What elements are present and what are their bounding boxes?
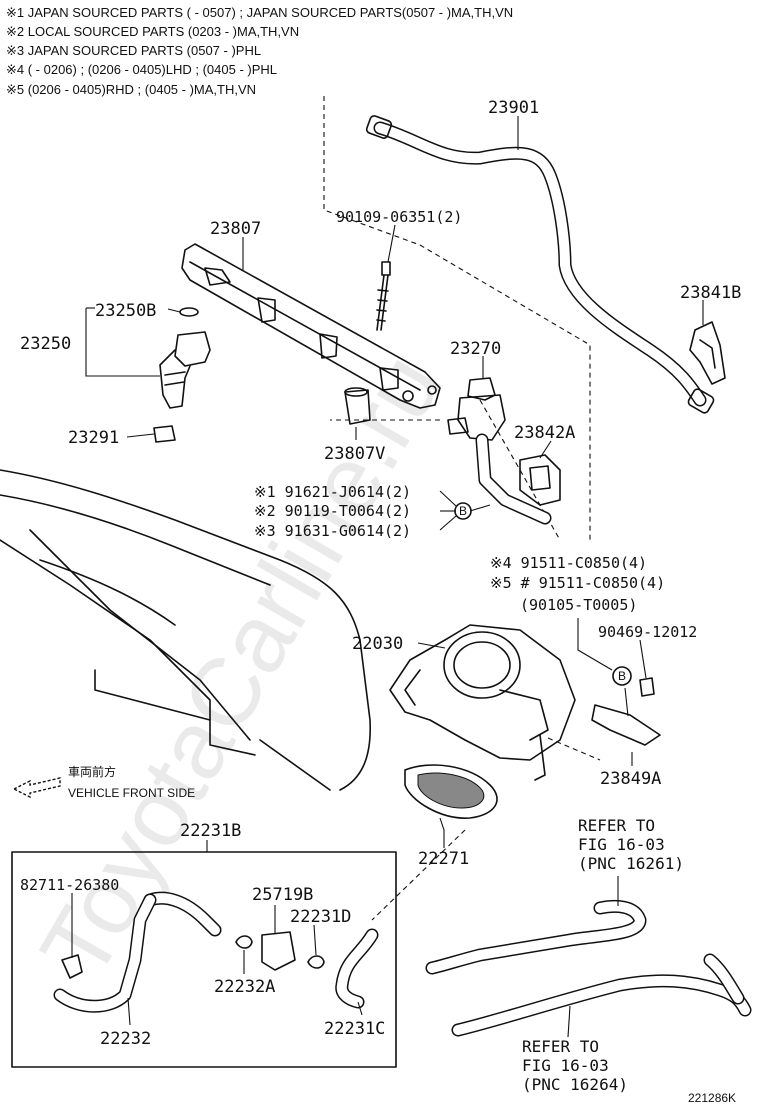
label-90109: 90109-06351(2) bbox=[336, 208, 462, 226]
injector-23250 bbox=[153, 307, 211, 443]
refer2-line2: FIG 16-03 bbox=[522, 1056, 609, 1075]
label-22271: 22271 bbox=[418, 849, 469, 869]
refer-block-16261: REFER TO FIG 16-03 (PNC 16261) bbox=[578, 816, 684, 873]
engine-outline bbox=[0, 469, 371, 791]
label-23807: 23807 bbox=[210, 219, 261, 239]
clip-23842A bbox=[519, 454, 561, 506]
label-22232: 22232 bbox=[100, 1029, 151, 1049]
front-en-label: VEHICLE FRONT SIDE bbox=[68, 786, 195, 800]
refer2-line1: REFER TO bbox=[522, 1037, 599, 1056]
label-22030: 22030 bbox=[352, 634, 403, 654]
leader-lines bbox=[71, 116, 704, 1038]
note-1: ※1 JAPAN SOURCED PARTS ( - 0507) ; JAPAN… bbox=[6, 5, 513, 20]
bolt-90109 bbox=[376, 261, 391, 331]
note-5: ※5 (0206 - 0405)RHD ; (0405 - )MA,TH,VN bbox=[6, 82, 256, 97]
label-90119: ※2 90119-T0064(2) bbox=[254, 502, 411, 520]
fuel-hose-23901 bbox=[365, 115, 715, 414]
kit-box-22231B bbox=[11, 851, 397, 1068]
label-90469: 90469-12012 bbox=[598, 623, 697, 641]
label-25719B: 25719B bbox=[252, 885, 313, 905]
note-4: ※4 ( - 0206) ; (0206 - 0405)LHD ; (0405 … bbox=[6, 62, 277, 77]
bracket-23849A bbox=[591, 677, 661, 746]
label-22231B: 22231B bbox=[180, 821, 241, 841]
note-2: ※2 LOCAL SOURCED PARTS (0203 - )MA,TH,VN bbox=[6, 24, 299, 39]
refer-hoses bbox=[425, 900, 752, 1037]
callout-b-2: B bbox=[612, 666, 632, 686]
label-22231D: 22231D bbox=[290, 907, 351, 927]
grommet-23807V bbox=[344, 387, 371, 425]
label-23250: 23250 bbox=[20, 334, 71, 354]
label-91631: ※3 91631-G0614(2) bbox=[254, 522, 411, 540]
refer1-line2: FIG 16-03 bbox=[578, 835, 665, 854]
vehicle-front-arrow: 車両前方 VEHICLE FRONT SIDE bbox=[12, 764, 195, 800]
label-91511-a: ※4 91511-C0850(4) bbox=[490, 554, 647, 572]
label-23291: 23291 bbox=[68, 428, 119, 448]
refer2-line3: (PNC 16264) bbox=[522, 1075, 628, 1094]
front-jp-label: 車両前方 bbox=[68, 764, 116, 779]
delivery-pipe-23807 bbox=[181, 243, 441, 409]
label-22232A: 22232A bbox=[214, 977, 275, 997]
label-23841B: 23841B bbox=[680, 283, 741, 303]
dashed-guides bbox=[323, 96, 601, 921]
callout-b-1: B bbox=[454, 502, 472, 520]
label-91511-b: ※5 # 91511-C0850(4) bbox=[490, 574, 665, 592]
refer1-line1: REFER TO bbox=[578, 816, 655, 835]
refer-block-16264: REFER TO FIG 16-03 (PNC 16264) bbox=[522, 1037, 628, 1094]
callout-b-2-label: B bbox=[618, 669, 626, 683]
note-3: ※3 JAPAN SOURCED PARTS (0507 - )PHL bbox=[6, 43, 261, 58]
gasket-22271 bbox=[404, 764, 498, 819]
refer1-line3: (PNC 16261) bbox=[578, 854, 684, 873]
hose-kit-parts bbox=[53, 891, 379, 1013]
clip-23841B bbox=[689, 321, 726, 385]
label-23270: 23270 bbox=[450, 339, 501, 359]
label-90105: (90105-T0005) bbox=[520, 596, 637, 614]
part-labels: 23901 23807 90109-06351(2) 23841B 23250B… bbox=[20, 98, 741, 1049]
label-23849A: 23849A bbox=[600, 769, 661, 789]
notes-block: ※1 JAPAN SOURCED PARTS ( - 0507) ; JAPAN… bbox=[6, 5, 513, 97]
callout-b-1-label: B bbox=[459, 504, 467, 518]
label-23842A: 23842A bbox=[514, 423, 575, 443]
diagram-id: 221286K bbox=[688, 1091, 736, 1105]
pressure-regulator-23270 bbox=[447, 377, 552, 525]
label-22231C: 22231C bbox=[324, 1019, 385, 1039]
throttle-body-22030 bbox=[389, 624, 576, 781]
label-23250B: 23250B bbox=[95, 301, 156, 321]
label-82711: 82711-26380 bbox=[20, 876, 119, 894]
label-23901: 23901 bbox=[488, 98, 539, 118]
label-91621: ※1 91621-J0614(2) bbox=[254, 483, 411, 501]
label-23807V: 23807V bbox=[324, 444, 385, 464]
